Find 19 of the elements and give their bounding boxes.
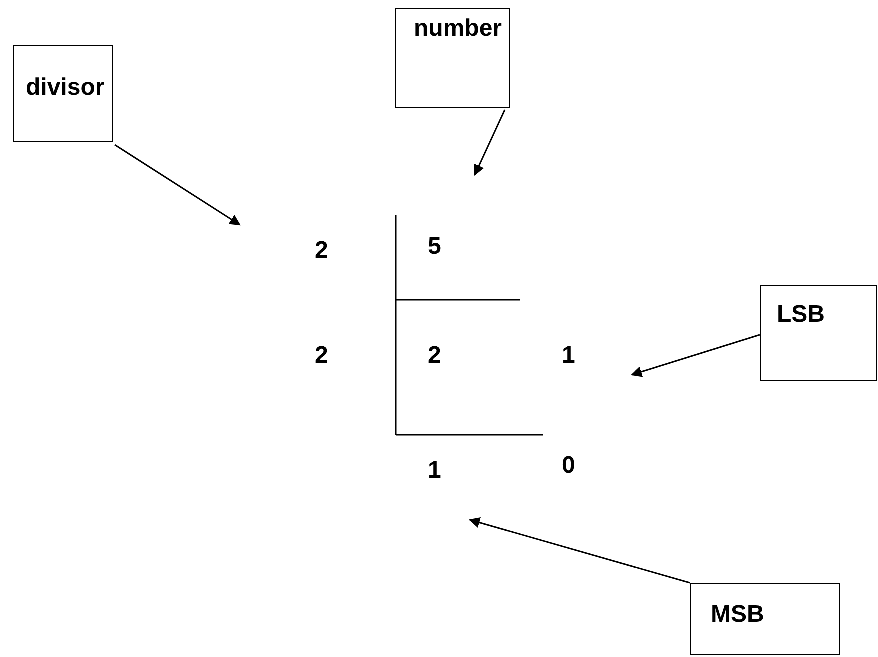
callout-box [760, 285, 877, 381]
callout-box [13, 45, 113, 142]
callout-label: number [414, 15, 502, 43]
callout-box [690, 583, 840, 655]
callout-label: divisor [26, 74, 105, 102]
digit: 0 [562, 451, 576, 481]
digit: 1 [428, 456, 442, 486]
callout-box [395, 8, 510, 108]
digit: 2 [315, 341, 328, 371]
digit: 5 [428, 232, 442, 262]
digit: 1 [562, 341, 576, 371]
callout-label: MSB [711, 601, 764, 629]
digit: 2 [428, 341, 442, 371]
leader-arrow [474, 110, 506, 176]
leader-arrow [468, 517, 690, 584]
leader-arrow [114, 144, 241, 226]
digit: 2 [315, 236, 328, 266]
callout-label: LSB [777, 301, 825, 329]
leader-arrow [630, 334, 760, 378]
